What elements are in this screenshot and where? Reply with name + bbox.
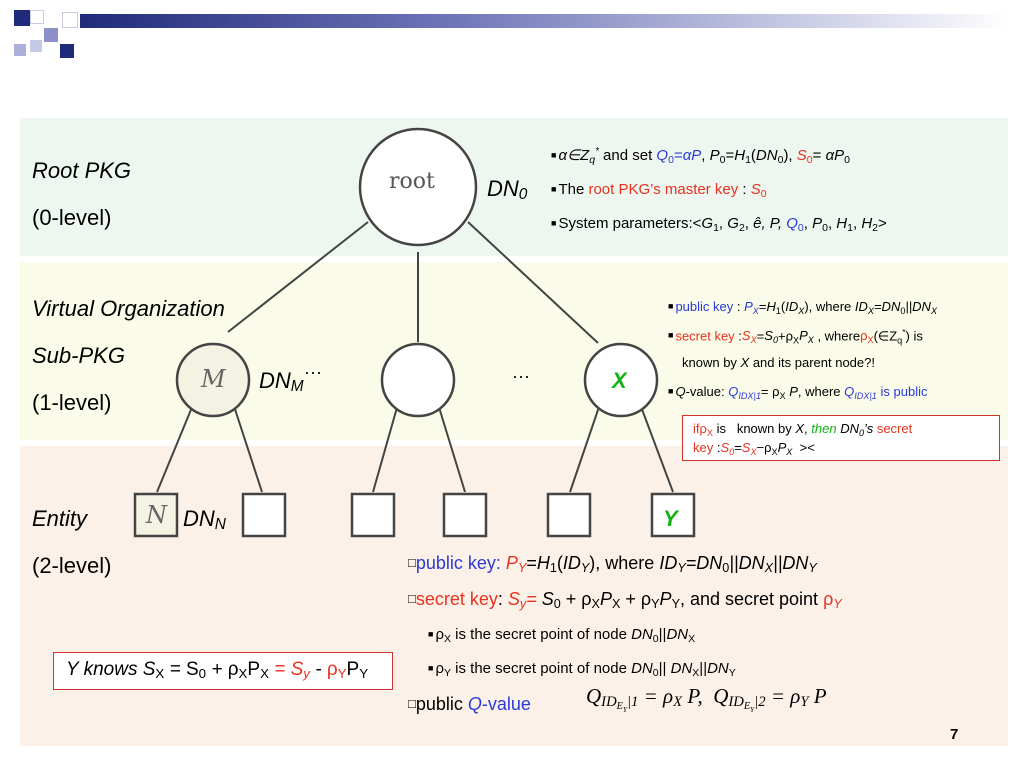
edge-mid-2	[437, 403, 466, 493]
n-node	[133, 492, 179, 538]
vo-note-q-value: ■Q-value: QIDX|1= ρX P, where QIDX|1 is …	[668, 384, 928, 401]
entity-node-2	[241, 492, 287, 538]
entity-level-number: (2-level)	[32, 553, 112, 578]
m-node	[175, 342, 251, 418]
entity-node-3	[350, 492, 396, 538]
edge-m-2	[231, 399, 263, 493]
root-node	[358, 127, 478, 247]
edge-x-y	[639, 403, 674, 493]
x-node	[583, 342, 659, 418]
m-node-label: M	[201, 365, 226, 393]
y-node	[650, 492, 696, 538]
m-dn-label: DNM	[259, 368, 304, 395]
m-dots: ···	[304, 362, 322, 382]
root-dn-label: DN0	[487, 176, 528, 203]
vo-note-public-key: ■public key : PX=H1(IDX), where IDX=DN0|…	[668, 299, 938, 316]
vo-level-subtitle: Sub-PKG	[32, 343, 125, 368]
root-note-3: ■System parameters:<G1, G2, ê, P, Q0, P0…	[551, 215, 887, 234]
root-note-1: ■α∈Zq* and set Q0=αP, P0=H1(DN0), S0= αP…	[551, 146, 850, 166]
root-node-label: root	[389, 169, 435, 194]
vo-level-band	[20, 262, 1008, 440]
mid-node	[380, 342, 456, 418]
edge-root-m	[227, 221, 369, 333]
x-node-label: X	[612, 368, 627, 393]
entity-note-public-key: □public key: PY=H1(IDY), where IDY=DN0||…	[408, 553, 817, 575]
root-level-title: Root PKG	[32, 158, 132, 183]
entity-level-title: Entity	[32, 506, 88, 531]
entity-note-secret-key: □secret key: Sy= S0 + ρXPX + ρYPY, and s…	[408, 589, 842, 611]
root-note-2: ■The root PKG’s master key : S0	[551, 181, 767, 200]
y-node-label: Y	[663, 506, 678, 531]
vo-level-title: Virtual Organization	[32, 296, 225, 321]
vo-box-line-1: ifρX is known by X, then DN0’s secret	[693, 421, 913, 438]
entity-level-band	[20, 446, 1008, 746]
entity-note-q-value: □public Q-value	[408, 694, 531, 714]
y-knows-box: Y knows SX = S0 + ρXPX = Sy - ρYPY	[53, 652, 393, 690]
vo-note-secret-key-cont: known by X and its parent node?!	[682, 355, 875, 370]
entity-node-4	[442, 492, 488, 538]
y-knows-text: Y knows SX = S0 + ρXPX = Sy - ρYPY	[66, 659, 369, 681]
vo-box-line-2: key :S0=SX−ρXPX ><	[693, 440, 815, 457]
edge-root-x	[467, 221, 599, 344]
vo-note-secret-key: ■secret key :SX=S0+ρXPX , whereρX(∈Zq*) …	[668, 327, 923, 346]
edge-x-1	[569, 403, 601, 493]
q-value-formula: QIDEY|1 = ρX P, QIDEY|2 = ρY P	[586, 684, 827, 714]
n-node-label: N	[146, 501, 167, 529]
root-level-number: (0-level)	[32, 205, 112, 230]
entity-note-rho-x: ■ρX is the secret point of node DN0||DNX	[428, 626, 696, 645]
vo-key-recovery-box: ifρX is known by X, then DN0’s secret ke…	[682, 415, 1000, 461]
edge-m-n	[156, 399, 196, 493]
n-dn-label: DNN	[183, 506, 226, 533]
mid-dots: ···	[512, 366, 530, 386]
entity-node-5	[546, 492, 592, 538]
entity-note-rho-y: ■ρY is the secret point of node DN0|| DN…	[428, 660, 736, 679]
edge-mid-1	[372, 403, 399, 493]
vo-level-number: (1-level)	[32, 390, 112, 415]
root-level-band	[20, 118, 1008, 256]
page-number: 7	[950, 726, 959, 743]
